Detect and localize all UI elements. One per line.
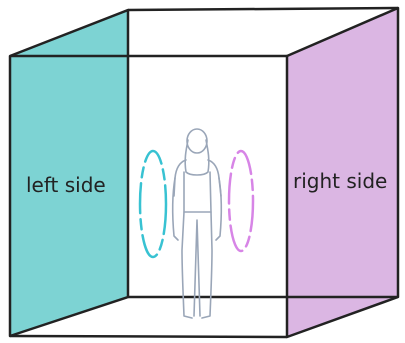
person-torso [173, 159, 222, 213]
left-side-label: left side [26, 173, 106, 197]
person-figure [171, 128, 223, 319]
right-wave-ring [227, 149, 255, 253]
person-left-leg [181, 211, 193, 319]
person-inner-legs [193, 219, 201, 317]
person-right-leg [201, 211, 213, 319]
person-left-arm [171, 177, 179, 241]
person-hair [184, 139, 210, 176]
person-head [186, 128, 208, 154]
back-top-edge [127, 6, 399, 12]
right-side-label: right side [293, 169, 387, 193]
person-right-arm [215, 177, 223, 241]
left-wave-ring [138, 149, 168, 259]
front-bottom-edge [9, 334, 288, 339]
